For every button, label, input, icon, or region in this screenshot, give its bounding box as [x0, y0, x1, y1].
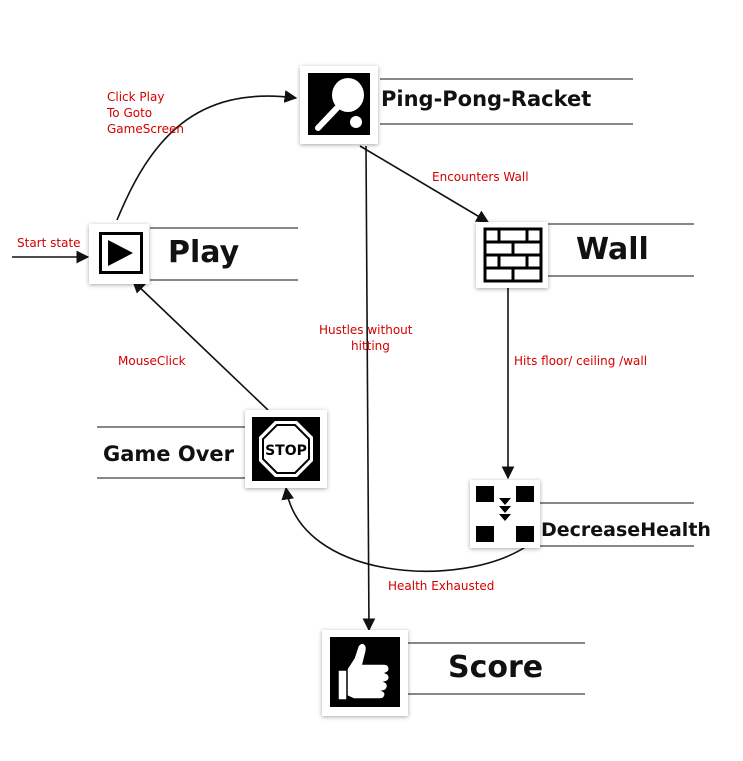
play-icon	[108, 240, 133, 266]
svg-text:Hustles without: Hustles without	[319, 323, 413, 337]
stop-sign-icon: STOP	[259, 421, 313, 477]
svg-text:To Goto: To Goto	[106, 106, 152, 120]
node-play[interactable]: Play	[89, 224, 240, 284]
edge-label-wall-to-decrease: Hits floor/ ceiling /wall	[514, 354, 647, 368]
edge-racket-to-wall	[359, 145, 490, 223]
node-rules	[97, 78, 694, 695]
ping-pong-racket-icon	[315, 78, 364, 131]
node-label-score: Score	[448, 650, 543, 685]
edge-play-to-racket	[116, 90, 298, 221]
edge-label-gameover-to-play: MouseClick	[118, 354, 186, 368]
node-gameover[interactable]: STOP Game Over	[103, 410, 327, 488]
node-racket[interactable]: Ping-Pong-Racket	[300, 66, 591, 144]
edge-label-racket-to-wall: Encounters Wall	[432, 170, 529, 184]
node-label-gameover: Game Over	[103, 442, 235, 466]
brick-wall-icon	[483, 227, 543, 283]
svg-text:GameScreen: GameScreen	[107, 122, 184, 136]
edge-label-play-to-racket: Click Play To Goto GameScreen	[106, 90, 184, 136]
node-score[interactable]: Score	[322, 630, 543, 716]
edge-label-decrease-to-gameover: Health Exhausted	[388, 579, 494, 593]
edge-racket-to-score	[362, 145, 376, 632]
node-decrease[interactable]: DecreaseHealth	[470, 480, 711, 548]
edge-gameover-to-play	[132, 280, 269, 411]
thumbs-up-icon	[337, 642, 390, 701]
svg-text:hitting: hitting	[351, 339, 390, 353]
edge-decrease-to-gameover	[281, 486, 528, 573]
decrease-arrows-icon	[476, 486, 534, 542]
node-label-decrease: DecreaseHealth	[541, 519, 711, 541]
svg-text:Click Play: Click Play	[107, 90, 164, 104]
node-wall[interactable]: Wall	[476, 222, 649, 288]
node-label-play: Play	[168, 235, 240, 270]
svg-text:STOP: STOP	[265, 443, 307, 459]
node-label-wall: Wall	[576, 232, 649, 267]
edge-label-racket-to-score: Hustles without hitting	[319, 323, 413, 353]
edge-label-start: Start state	[17, 236, 81, 250]
node-label-racket: Ping-Pong-Racket	[381, 87, 591, 111]
